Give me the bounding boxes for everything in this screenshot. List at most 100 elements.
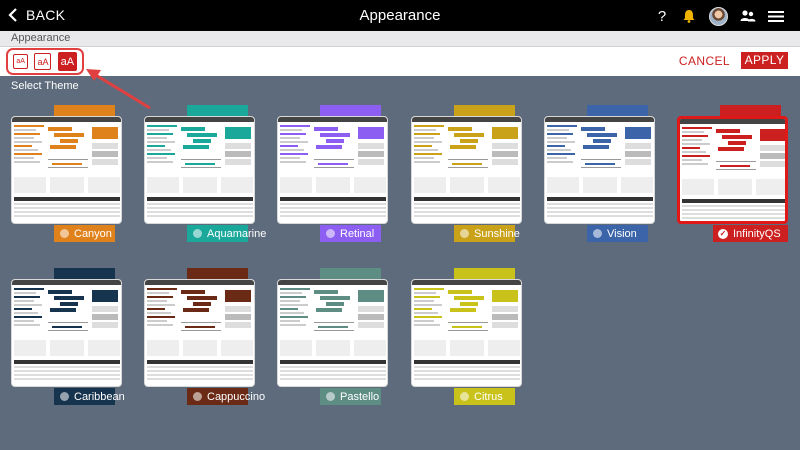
preview-shape bbox=[314, 159, 354, 160]
preview-shape bbox=[147, 308, 165, 310]
preview-shape bbox=[716, 161, 756, 162]
theme-dot-icon bbox=[593, 229, 602, 238]
theme-dot-icon bbox=[60, 229, 69, 238]
preview-shape bbox=[547, 211, 653, 213]
hamburger-menu-icon[interactable] bbox=[768, 10, 784, 23]
theme-name: Cappuccino bbox=[207, 390, 266, 403]
theme-name: Sunshine bbox=[474, 227, 520, 240]
preview-shape bbox=[14, 197, 120, 201]
breadcrumb: Appearance bbox=[11, 32, 71, 44]
preview-shape bbox=[14, 129, 36, 131]
people-icon[interactable] bbox=[740, 9, 756, 23]
preview-shape bbox=[280, 360, 386, 364]
preview-shape bbox=[414, 366, 520, 368]
preview-shape bbox=[280, 370, 386, 372]
preview-shape bbox=[492, 322, 518, 328]
preview-shape bbox=[280, 324, 306, 326]
preview-shape bbox=[92, 314, 118, 320]
font-size-medium-button[interactable]: aA bbox=[34, 53, 52, 70]
preview-shape bbox=[225, 306, 251, 312]
preview-shape bbox=[147, 177, 179, 193]
preview-shape bbox=[181, 322, 221, 323]
theme-card-pastello[interactable]: Pastello bbox=[277, 268, 388, 408]
back-button[interactable]: BACK bbox=[8, 5, 65, 25]
preview-shape bbox=[452, 326, 482, 328]
preview-shape bbox=[147, 161, 173, 163]
theme-card-citrus[interactable]: Citrus bbox=[411, 268, 522, 408]
apply-button[interactable]: APPLY bbox=[741, 52, 788, 69]
preview-shape bbox=[92, 151, 118, 157]
font-size-small-button[interactable]: aA bbox=[13, 54, 29, 69]
preview-shape bbox=[414, 374, 520, 376]
preview-shape bbox=[225, 151, 251, 157]
font-size-large-button[interactable]: aA bbox=[57, 52, 77, 71]
preview-shape bbox=[225, 290, 251, 302]
preview-shape bbox=[14, 288, 44, 290]
preview-shape bbox=[92, 159, 118, 165]
theme-preview bbox=[277, 116, 388, 224]
preview-shape bbox=[450, 177, 484, 193]
preview-shape bbox=[718, 179, 752, 195]
preview-shape bbox=[448, 159, 488, 160]
preview-shape bbox=[14, 177, 46, 193]
preview-shape bbox=[280, 378, 386, 380]
font-size-selector: aA aA aA bbox=[6, 48, 84, 75]
preview-shape bbox=[492, 151, 518, 157]
preview-shape bbox=[280, 153, 308, 155]
preview-shape bbox=[147, 133, 173, 135]
preview-shape bbox=[50, 145, 76, 149]
preview-shape bbox=[316, 177, 350, 193]
preview-shape bbox=[14, 125, 44, 127]
preview-shape bbox=[358, 159, 384, 165]
theme-tab bbox=[720, 105, 781, 116]
preview-shape bbox=[280, 374, 386, 376]
preview-shape bbox=[314, 330, 354, 331]
preview-shape bbox=[316, 340, 350, 356]
preview-shape bbox=[14, 378, 120, 380]
theme-name: InfinityQS bbox=[733, 227, 781, 240]
preview-shape bbox=[585, 163, 615, 165]
preview-shape bbox=[147, 360, 253, 364]
preview-shape bbox=[14, 340, 46, 356]
preview-shape bbox=[621, 177, 653, 193]
preview-shape bbox=[414, 207, 520, 209]
theme-card-caribbean[interactable]: Caribbean bbox=[11, 268, 125, 408]
preview-shape bbox=[450, 340, 484, 356]
preview-shape bbox=[60, 302, 78, 306]
breadcrumb-bar: Appearance bbox=[0, 31, 800, 47]
help-icon[interactable]: ? bbox=[657, 7, 667, 25]
preview-shape bbox=[414, 308, 432, 310]
theme-card-sunshine[interactable]: Sunshine bbox=[411, 105, 522, 245]
preview-shape bbox=[92, 143, 118, 149]
preview-shape bbox=[221, 340, 253, 356]
bell-icon[interactable] bbox=[681, 8, 697, 24]
theme-dot-icon bbox=[326, 229, 335, 238]
section-title: Select Theme bbox=[11, 80, 79, 92]
preview-shape bbox=[547, 137, 567, 139]
preview-shape bbox=[547, 145, 565, 147]
preview-shape bbox=[414, 324, 440, 326]
preview-shape bbox=[547, 133, 573, 135]
preview-shape bbox=[414, 312, 438, 314]
preview-shape bbox=[280, 129, 302, 131]
preview-shape bbox=[280, 215, 386, 217]
theme-card-aquamarine[interactable]: Aquamarine bbox=[144, 105, 266, 245]
cancel-button[interactable]: CANCEL bbox=[678, 54, 730, 68]
preview-shape bbox=[187, 133, 217, 137]
preview-shape bbox=[14, 215, 120, 217]
preview-shape bbox=[280, 207, 386, 209]
preview-shape bbox=[547, 215, 653, 217]
preview-shape bbox=[326, 302, 344, 306]
theme-card-vision[interactable]: Vision bbox=[544, 105, 655, 245]
theme-card-cappuccino[interactable]: Cappuccino bbox=[144, 268, 265, 408]
preview-shape bbox=[581, 127, 605, 131]
preview-shape bbox=[682, 205, 785, 207]
theme-card-infinityqs[interactable]: ✓InfinityQS bbox=[677, 105, 788, 245]
theme-preview bbox=[144, 116, 255, 224]
preview-shape bbox=[414, 133, 440, 135]
theme-dot-icon bbox=[460, 392, 469, 401]
theme-card-canyon[interactable]: Canyon bbox=[11, 105, 122, 245]
preview-shape bbox=[448, 330, 488, 331]
theme-card-retinal[interactable]: Retinal bbox=[277, 105, 388, 245]
avatar[interactable] bbox=[709, 6, 728, 26]
